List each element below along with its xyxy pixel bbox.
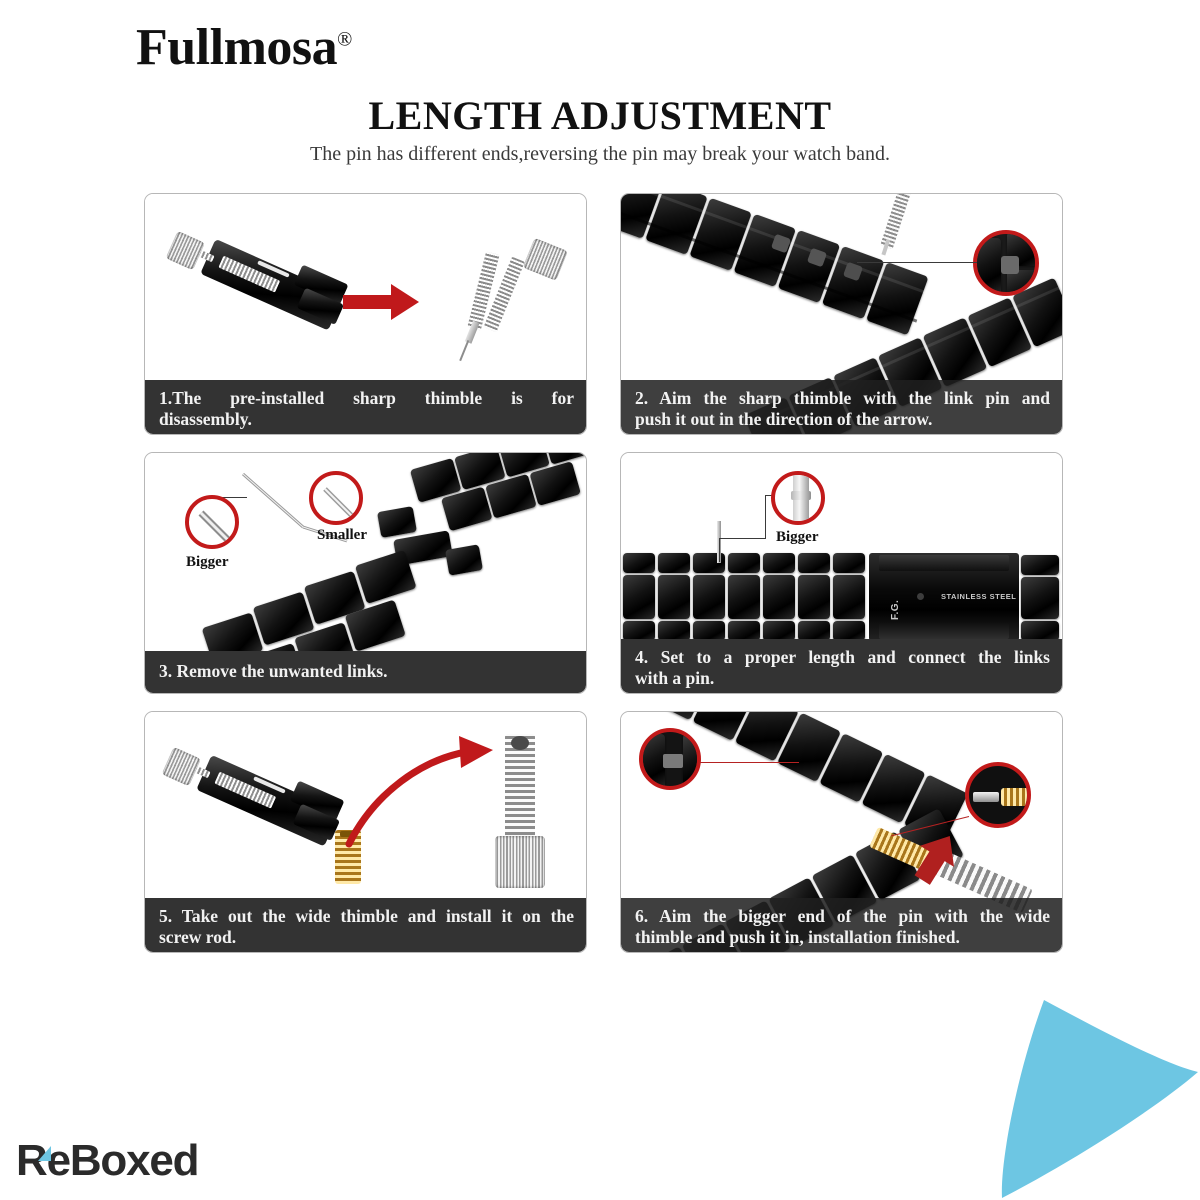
- callout-leader-line: [719, 538, 765, 539]
- step-1-caption-line-1: 1.The pre-installed sharp thimble is for: [159, 388, 574, 408]
- step-1-caption: 1.The pre-installed sharp thimble is for…: [145, 380, 586, 434]
- step-panel-4: F.G. STAINLESS STEEL Bigger 4. Set to a …: [620, 452, 1063, 694]
- step-3-caption-line-1: 3. Remove the unwanted links.: [159, 660, 388, 681]
- clasp-material-text: STAINLESS STEEL: [941, 592, 1017, 601]
- watch-band-clasp-icon: F.G. STAINLESS STEEL: [621, 553, 1062, 641]
- red-circle-callout-icon: [771, 471, 825, 525]
- pin-leader-segment: [217, 497, 247, 498]
- step-4-caption-line-2: with a pin.: [635, 668, 715, 689]
- red-circle-callout-icon: [965, 762, 1031, 828]
- step-panel-6: 6. Aim the bigger end of the pin with th…: [620, 711, 1063, 953]
- clasp-mark-text: F.G.: [890, 599, 901, 620]
- step-5-caption-line-1: 5. Take out the wide thimble and install…: [159, 906, 574, 926]
- red-arrow-up-icon: [914, 835, 955, 885]
- step-6-caption-line-2: thimble and push it in, installation fin…: [635, 927, 960, 948]
- rod-knob-icon: [495, 836, 545, 888]
- screw-rod-icon: [487, 734, 557, 894]
- reboxed-accent-icon: [38, 1146, 51, 1161]
- red-circle-callout-icon: [309, 471, 363, 525]
- callout-label-smaller: Smaller: [317, 527, 367, 543]
- callout-label-bigger: Bigger: [776, 529, 819, 545]
- step-4-caption: 4. Set to a proper length and connect th…: [621, 639, 1062, 693]
- red-arrow-right-icon: [343, 284, 419, 320]
- red-circle-callout-icon: [639, 728, 701, 790]
- step-panel-1: 1.The pre-installed sharp thimble is for…: [144, 193, 587, 435]
- link-pin-icon: [242, 472, 348, 543]
- step-5-caption: 5. Take out the wide thimble and install…: [145, 898, 586, 952]
- step-6-caption: 6. Aim the bigger end of the pin with th…: [621, 898, 1062, 952]
- step-2-caption: 2. Aim the sharp thimble with the link p…: [621, 380, 1062, 434]
- brand-logo: Fullmosa®: [136, 18, 352, 77]
- red-circle-callout-icon: [973, 230, 1039, 296]
- step-panel-3: Bigger Smaller: [144, 452, 587, 694]
- brand-name: Fullmosa: [136, 19, 338, 76]
- link-removal-tool-icon: [147, 194, 369, 377]
- step-4-caption-line-1: 4. Set to a proper length and connect th…: [635, 647, 1050, 667]
- step-2-caption-line-2: push it out in the direction of the arro…: [635, 409, 933, 430]
- page-subtitle: The pin has different ends,reversing the…: [310, 143, 890, 165]
- tool-knob-icon: [165, 230, 206, 271]
- step-6-caption-line-1: 6. Aim the bigger end of the pin with th…: [635, 906, 1050, 926]
- callout-leader-line: [719, 538, 720, 562]
- step-3-caption: 3. Remove the unwanted links.: [145, 651, 586, 693]
- sharp-screw-rod-icon: [417, 213, 584, 397]
- callout-leader-line: [857, 262, 977, 263]
- brand-wing-graphic: [980, 974, 1198, 1198]
- reboxed-logo: ReBoxed: [16, 1136, 200, 1186]
- tool-knob-icon: [161, 746, 202, 787]
- step-panel-2: 2. Aim the sharp thimble with the link p…: [620, 193, 1063, 435]
- curved-red-arrow-icon: [345, 736, 493, 848]
- step-panel-5: 5. Take out the wide thimble and install…: [144, 711, 587, 953]
- step-2-caption-line-1: 2. Aim the sharp thimble with the link p…: [635, 388, 1050, 408]
- step-5-caption-line-2: screw rod.: [159, 927, 237, 948]
- trademark-symbol: ®: [337, 28, 352, 51]
- step-1-caption-line-2: disassembly.: [159, 409, 252, 430]
- callout-leader-line: [699, 762, 799, 763]
- red-circle-callout-icon: [185, 495, 239, 549]
- page-title: LENGTH ADJUSTMENT: [368, 93, 832, 138]
- callout-leader-line: [765, 495, 766, 539]
- callout-label-bigger: Bigger: [186, 554, 229, 570]
